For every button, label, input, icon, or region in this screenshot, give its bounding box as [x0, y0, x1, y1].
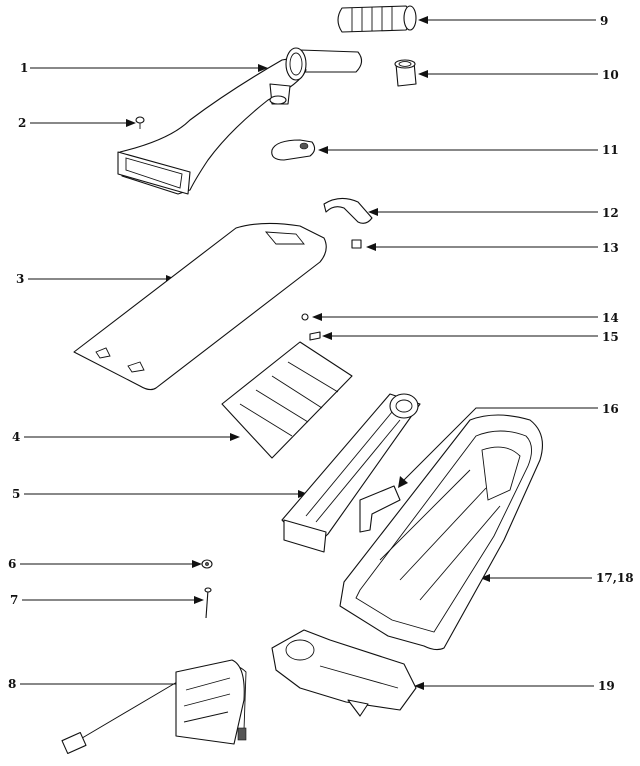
- part-10-coupling: [394, 59, 417, 87]
- part-1-nozzle: [117, 47, 363, 195]
- callout-3: 3: [16, 272, 24, 286]
- part-8-cord: [61, 659, 247, 755]
- part-3-cover: [73, 222, 327, 391]
- part-7-screw: [204, 587, 212, 619]
- callout-19: 19: [598, 679, 615, 693]
- callout-6: 6: [8, 557, 16, 571]
- callout-2: 2: [18, 116, 26, 130]
- callout-1: 1: [20, 61, 28, 75]
- part-6-nut: [201, 559, 213, 569]
- callout-7: 7: [10, 593, 18, 607]
- callout-4: 4: [12, 430, 20, 444]
- part-15-clip: [309, 331, 321, 341]
- callout-12: 12: [602, 206, 619, 220]
- callout-15: 15: [602, 330, 619, 344]
- part-19-base: [271, 629, 417, 717]
- callout-13: 13: [602, 241, 619, 255]
- callout-17-18: 17,18: [596, 571, 634, 585]
- callout-14: 14: [602, 311, 619, 325]
- callout-5: 5: [12, 487, 20, 501]
- part-12-clip: [323, 197, 373, 224]
- callout-10: 10: [602, 68, 619, 82]
- callout-9: 9: [600, 14, 608, 28]
- part-17-18-housing: [339, 414, 543, 651]
- part-4-filter: [221, 341, 353, 459]
- part-14-screw: [301, 313, 309, 321]
- part-16-bracket: [359, 485, 401, 533]
- callout-11: 11: [602, 143, 619, 157]
- part-2-screw: [135, 116, 145, 129]
- part-9-hose: [337, 5, 417, 33]
- callout-16: 16: [602, 402, 619, 416]
- part-11-latch: [271, 139, 316, 161]
- callout-8: 8: [8, 677, 16, 691]
- part-5-frame: [281, 393, 421, 553]
- part-13-nut: [351, 239, 362, 249]
